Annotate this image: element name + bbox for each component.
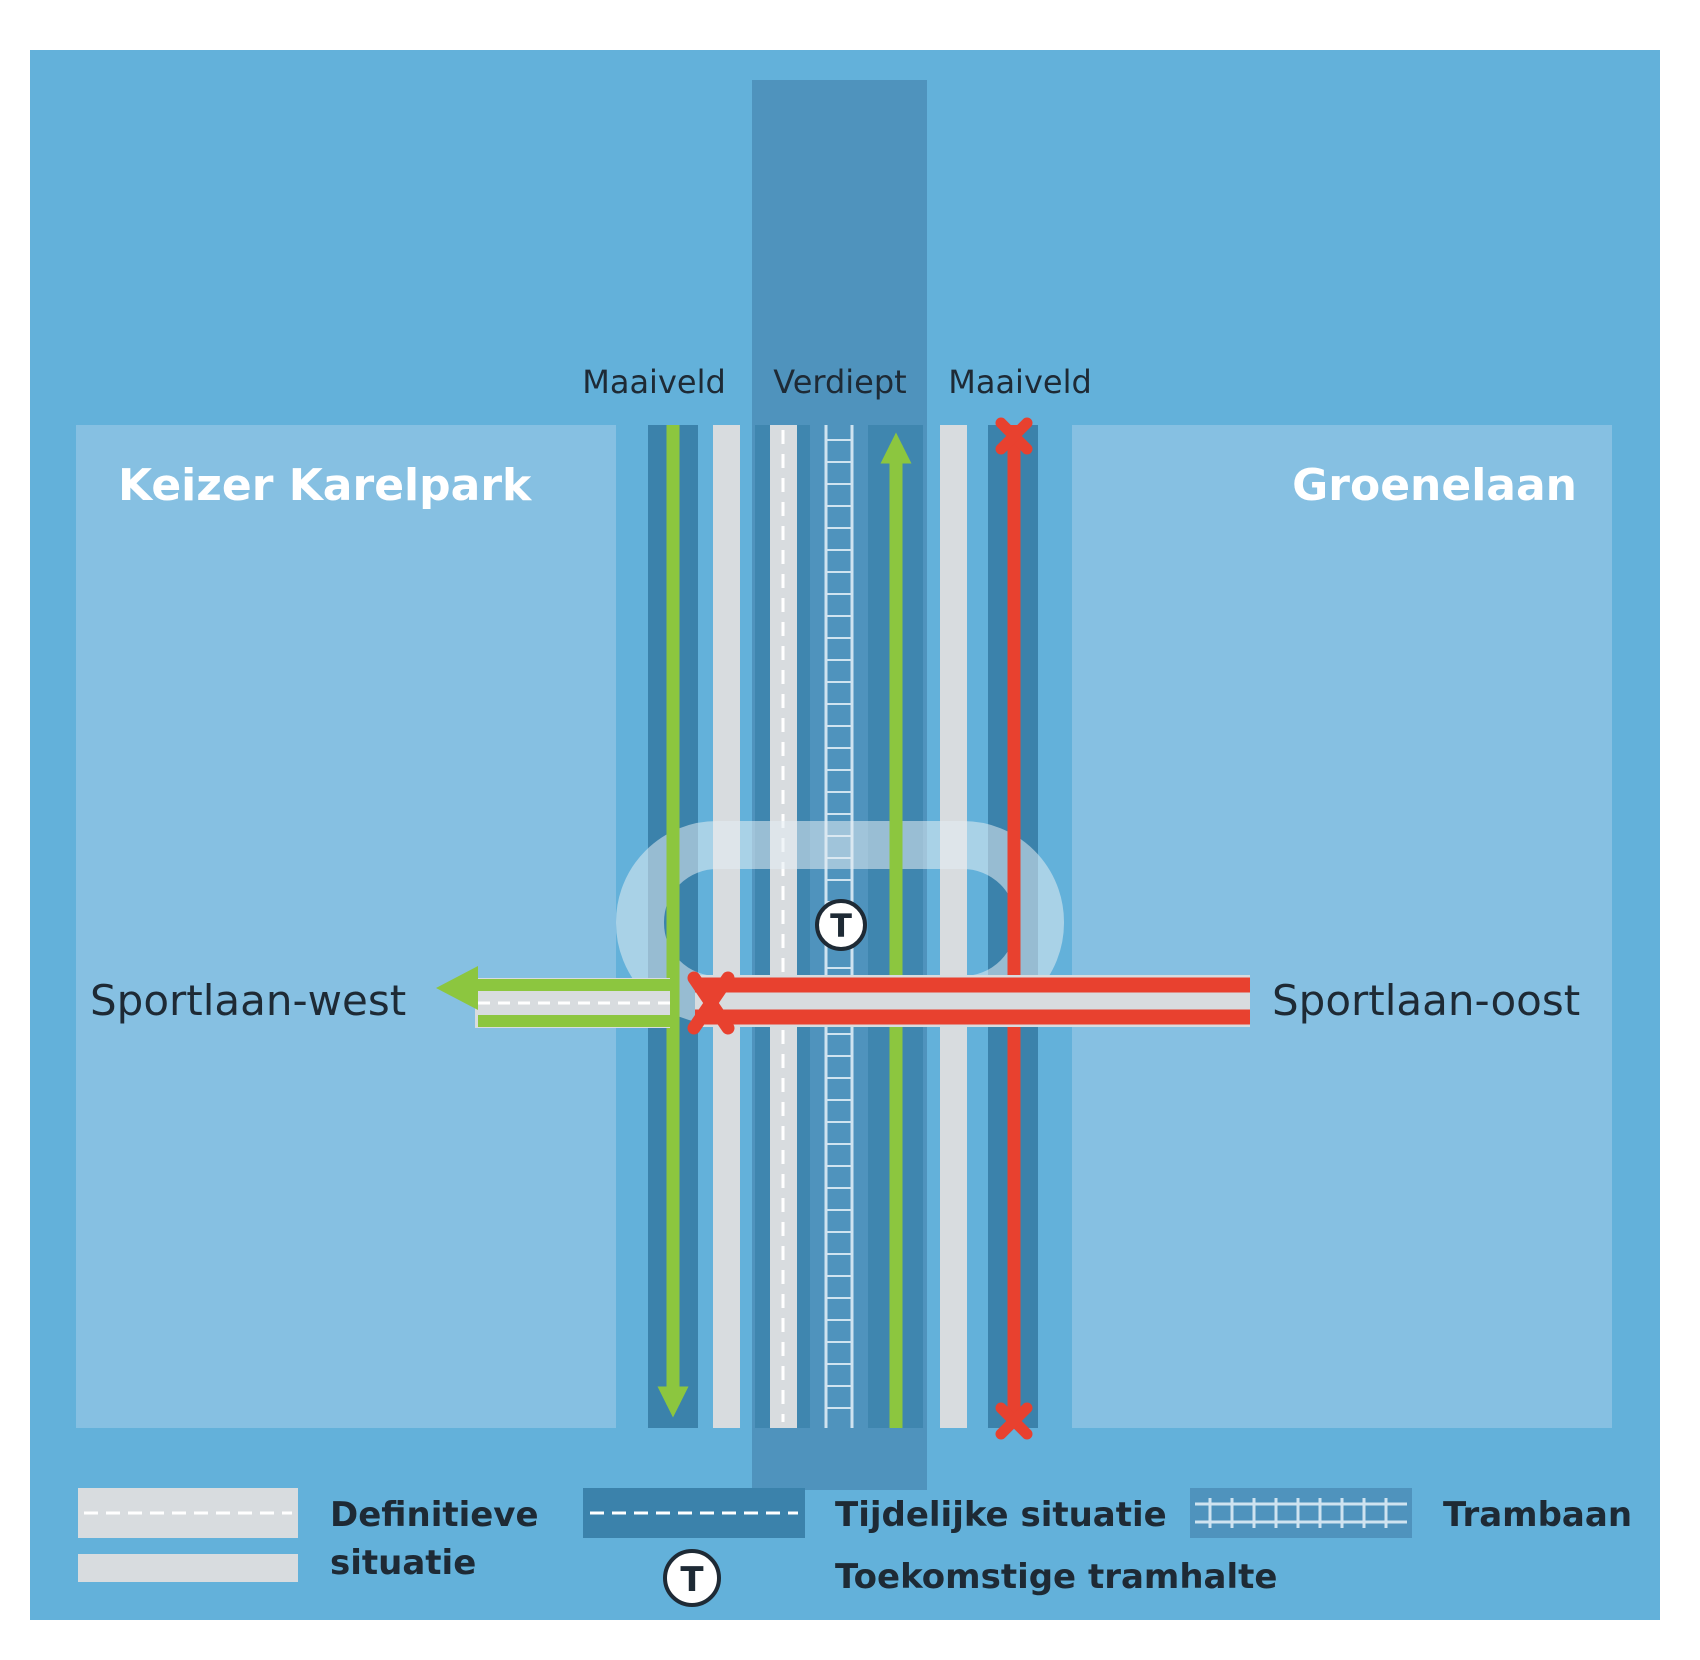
legend-label-definitive-line2: situatie — [330, 1543, 476, 1583]
area-block-east — [1072, 425, 1612, 1428]
label-groenelaan: Groenelaan — [1292, 460, 1577, 511]
legend: Definitieve situatie Tijdelijke situatie… — [78, 1488, 1632, 1607]
label-sportlaan-west: Sportlaan-west — [90, 976, 406, 1025]
legend-label-temporary: Tijdelijke situatie — [835, 1495, 1167, 1535]
tram-stop-icon: T — [815, 899, 867, 951]
legend-label-future-tram-stop: Toekomstige tramhalte — [835, 1557, 1277, 1597]
legend-swatch-definitive — [78, 1488, 298, 1582]
green-route-westbound — [436, 966, 670, 1028]
label-sportlaan-oost: Sportlaan-oost — [1272, 976, 1580, 1025]
definitive-road-west — [713, 425, 740, 1428]
label-keizer-karelpark: Keizer Karelpark — [118, 460, 533, 511]
area-block-west — [76, 425, 616, 1428]
label-verdiept: Verdiept — [773, 363, 906, 401]
closed-marker-south — [995, 1402, 1033, 1440]
svg-text:T: T — [830, 907, 852, 945]
definitive-road-east — [940, 425, 967, 1428]
closed-marker-north — [995, 417, 1033, 455]
legend-label-definitive-line1: Definitieve — [330, 1495, 539, 1535]
label-maaiveld-right: Maaiveld — [948, 363, 1092, 401]
legend-swatch-tram-track — [1190, 1488, 1412, 1538]
legend-label-tram-track: Trambaan — [1443, 1495, 1632, 1535]
legend-swatch-temporary — [583, 1488, 805, 1538]
red-route-horizontal — [695, 975, 1250, 1027]
closed-marker-west — [687, 971, 735, 1035]
svg-text:T: T — [680, 1560, 704, 1600]
definitive-road-center — [770, 425, 797, 1428]
label-maaiveld-left: Maaiveld — [582, 363, 726, 401]
legend-tram-stop-icon: T — [663, 1549, 721, 1607]
